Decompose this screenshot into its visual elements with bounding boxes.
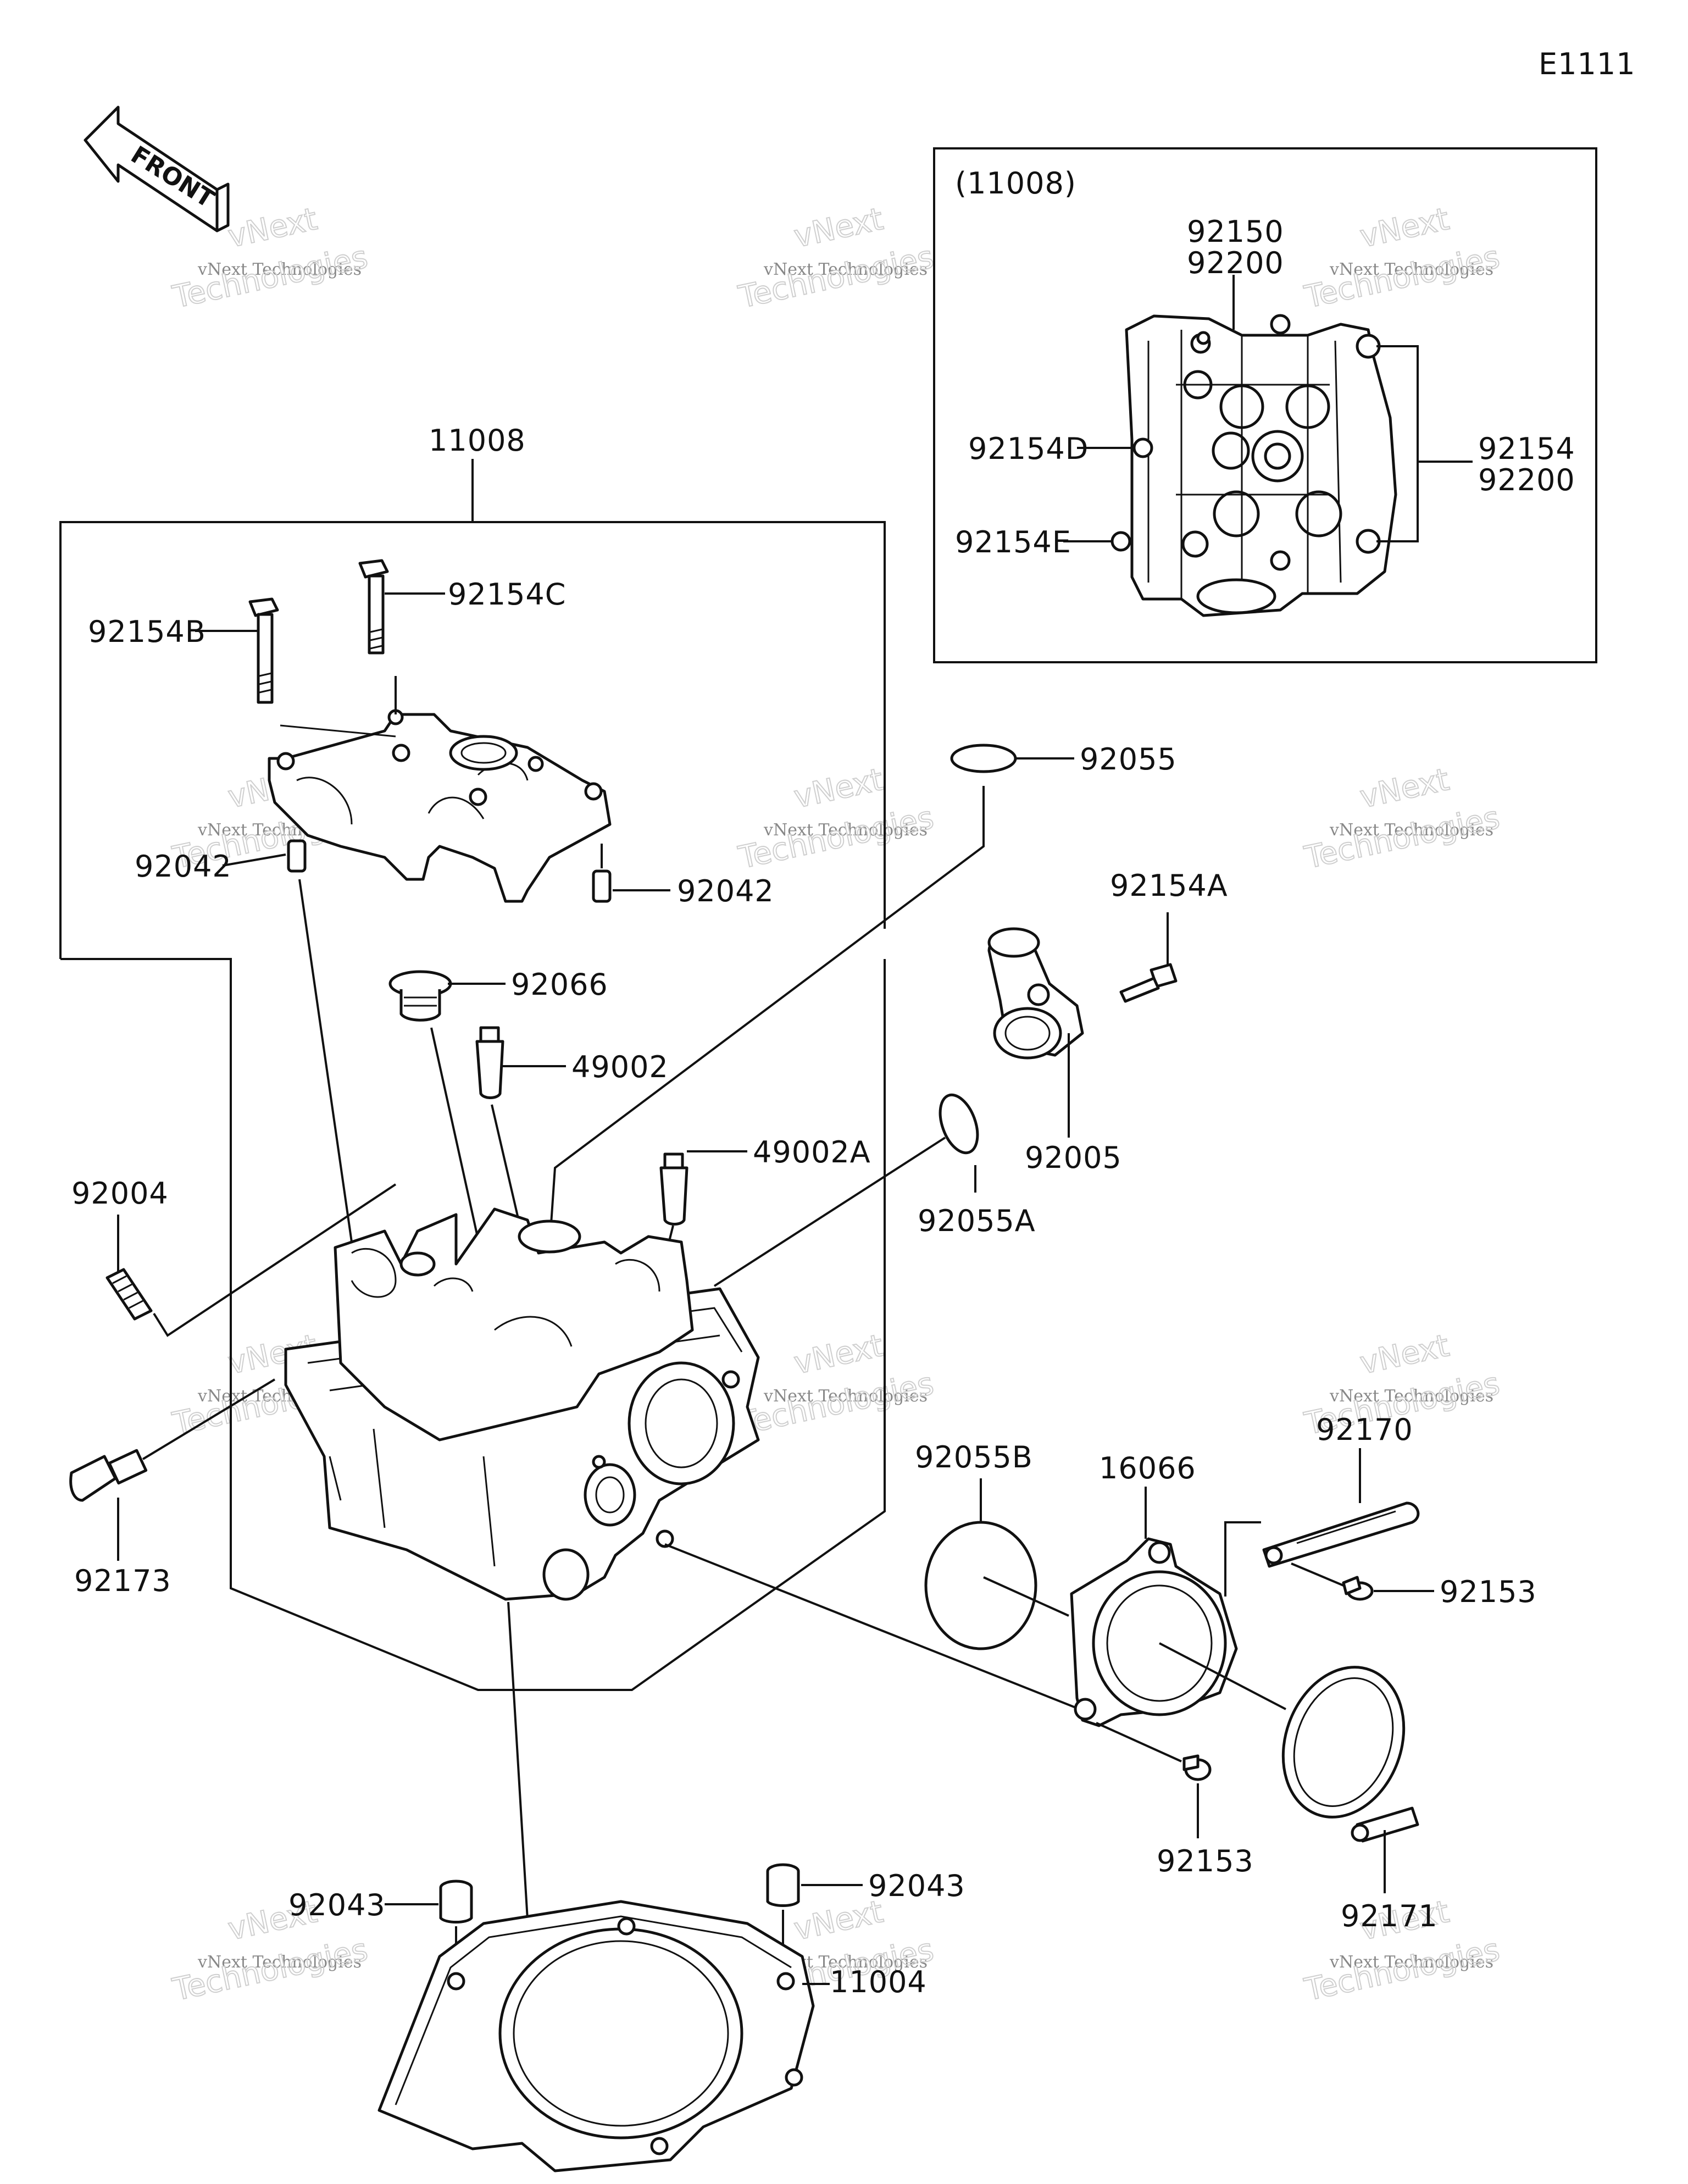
part-label-92154: 92154	[1478, 431, 1575, 466]
part-label-92154D: 92154D	[968, 431, 1089, 466]
part-label-92200: 92200	[1187, 246, 1284, 280]
screw-92153-icon	[1342, 1576, 1374, 1601]
watermark-text: vNext	[791, 201, 886, 255]
watermark-text: Technologies	[1301, 239, 1502, 315]
water-fitting-92005-icon	[987, 927, 1084, 1060]
plug-92066-icon	[388, 970, 452, 1022]
dowel-92043-icon	[766, 1863, 800, 1907]
part-label-92173: 92173	[74, 1564, 171, 1598]
part-label-92154A: 92154A	[1110, 868, 1228, 903]
watermark-text: Technologies	[169, 239, 370, 315]
part-label-92043: 92043	[288, 1888, 386, 1922]
watermark-text: Technologies	[735, 1366, 936, 1442]
part-label-92042: 92042	[677, 874, 774, 908]
bolt-92154B-icon	[248, 597, 279, 704]
group-bracket-11008: 11008	[59, 423, 886, 1691]
watermark-text: vNext Technologies	[763, 1387, 928, 1406]
inset-panel: (11008)	[933, 147, 1597, 663]
part-label-92154B: 92154B	[88, 614, 206, 649]
watermark-text: Technologies	[1301, 1932, 1502, 2008]
part-label-92005: 92005	[1025, 1140, 1122, 1175]
watermark-text: vNext	[791, 762, 886, 816]
watermark-text: vNext	[1357, 201, 1452, 255]
part-label-92055A: 92055A	[918, 1204, 1036, 1238]
bolt-92154C-icon	[358, 559, 389, 655]
cylinder-head-top-view	[1110, 314, 1397, 617]
sensor-92173-icon	[69, 1449, 148, 1502]
part-label-92042: 92042	[135, 849, 232, 884]
part-label-92043: 92043	[868, 1869, 965, 1903]
part-label-92055: 92055	[1080, 742, 1177, 777]
hose-clamp-92171-icon	[1281, 1666, 1419, 1843]
o-ring-92055B-icon	[924, 1521, 1037, 1650]
o-ring-92055-icon	[950, 744, 1017, 773]
watermark-text: vNext Technologies	[763, 821, 928, 840]
stud-92004-icon	[106, 1268, 153, 1321]
part-label-92153: 92153	[1157, 1844, 1254, 1878]
o-ring-92055A-icon	[939, 1093, 979, 1155]
bolt-92154A-icon	[1119, 963, 1178, 1003]
watermark-text: Technologies	[1301, 800, 1502, 876]
intake-holder-16066-icon	[1070, 1537, 1238, 1727]
part-label-92150: 92150	[1187, 214, 1284, 249]
part-label-92171: 92171	[1341, 1899, 1438, 1933]
watermark-text: vNext	[1357, 762, 1452, 816]
watermark-text: vNext Technologies	[1329, 1387, 1493, 1406]
part-label-11004: 11004	[830, 1965, 927, 1999]
front-arrow-icon: FRONT	[84, 106, 230, 232]
watermark-text: vNext Technologies	[197, 260, 362, 279]
valve-guide-49002-icon	[475, 1026, 504, 1099]
part-label-92055B: 92055B	[915, 1440, 1033, 1475]
valve-guide-49002A-icon	[659, 1152, 688, 1226]
part-label-92170: 92170	[1316, 1412, 1413, 1447]
watermark-text: vNext	[1357, 1328, 1452, 1382]
watermark-text: vNext Technologies	[1329, 260, 1493, 279]
bracket-92170-icon	[1262, 1501, 1420, 1568]
part-label-49002: 49002	[571, 1050, 669, 1084]
watermark-text: vNext Technologies	[197, 1953, 362, 1972]
part-label-92154E: 92154E	[955, 525, 1071, 559]
screw-92153-icon	[1182, 1754, 1212, 1781]
inset-title: (11008)	[955, 166, 1076, 201]
camshaft-holder	[268, 709, 612, 903]
part-label-16066: 16066	[1099, 1451, 1196, 1485]
watermark-text: Technologies	[735, 239, 936, 315]
watermark-text: vNext Technologies	[763, 260, 928, 279]
watermark-text: Technologies	[169, 1932, 370, 2008]
cylinder-head	[284, 1207, 760, 1601]
part-label-92154C: 92154C	[448, 577, 567, 612]
diagram-code: E1111	[1539, 47, 1636, 81]
part-label-92200: 92200	[1478, 463, 1575, 497]
group-label-11008: 11008	[429, 423, 526, 458]
part-label-92153: 92153	[1440, 1575, 1537, 1609]
part-label-92004: 92004	[71, 1176, 169, 1211]
watermark-text: Technologies	[735, 800, 936, 876]
dowel-pin-icon	[592, 869, 612, 903]
watermark-text: vNext Technologies	[1329, 1953, 1493, 1972]
watermark-text: vNext	[225, 201, 320, 255]
part-label-49002A: 49002A	[753, 1135, 871, 1169]
part-label-92066: 92066	[511, 967, 608, 1002]
watermark-text: vNext	[791, 1328, 886, 1382]
head-gasket-11004-icon	[377, 1900, 815, 2172]
dowel-pin-icon	[287, 839, 307, 873]
watermark-text: vNext Technologies	[1329, 821, 1493, 840]
dowel-92043-icon	[439, 1880, 473, 1924]
